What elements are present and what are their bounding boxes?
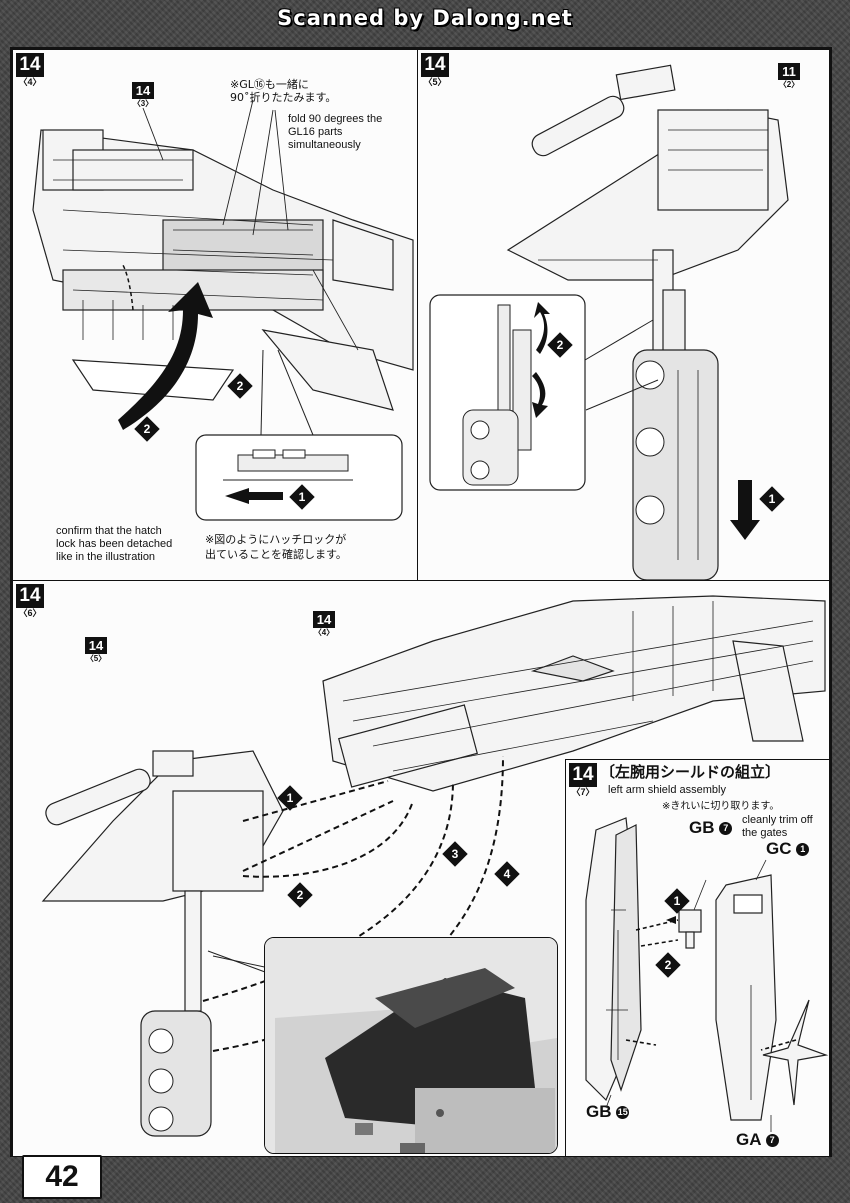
step-badge-2a: 2 xyxy=(227,373,253,399)
confirm-note-jp-line1: ※図のようにハッチロックが xyxy=(205,533,347,546)
confirm-note-en-line2: lock has been detached xyxy=(56,538,173,550)
step-label: 14 〈4〉 xyxy=(16,53,44,88)
reference-step-number: 11 xyxy=(778,63,800,80)
guide-line-3 xyxy=(202,780,454,1002)
part-code: GA xyxy=(736,1130,761,1149)
slide-arrow xyxy=(225,488,283,504)
confirm-note-en: confirm that the hatch lock has been det… xyxy=(56,525,172,564)
reference-step-sub: 〈2〉 xyxy=(778,80,800,89)
step-badge-2: 2 xyxy=(655,952,681,978)
fold-note-jp-line1: ※GL⑯も一緒に xyxy=(230,78,309,91)
fold-note-en-line3: simultaneously xyxy=(288,139,361,151)
step-label: 14 〈5〉 xyxy=(421,53,449,88)
step-label: 14 〈7〉 xyxy=(569,763,597,798)
shield-illustration xyxy=(585,817,829,1132)
instruction-page: 14 〈4〉 14 〈3〉 ※GL⑯も一緒に 90˚折りたたみます。 fold … xyxy=(10,47,832,1157)
step-badge-1: 1 xyxy=(277,785,303,811)
part-number: 7 xyxy=(719,822,733,836)
part-number: 15 xyxy=(616,1106,630,1120)
step-number: 14 xyxy=(569,763,597,787)
fold-note-jp-line2: 90˚折りたたみます。 xyxy=(230,91,337,104)
guide-line-2 xyxy=(242,800,414,878)
step-sub: 〈7〉 xyxy=(571,787,595,797)
part-code: GB xyxy=(586,1102,612,1121)
trim-note-en-line1: cleanly trim off xyxy=(742,814,813,826)
confirm-note-en-line1: confirm that the hatch xyxy=(56,525,162,537)
guide-line-2a xyxy=(242,800,394,872)
reference-step-sub: 〈4〉 xyxy=(313,628,335,637)
cannon-barrel xyxy=(45,768,151,826)
step-sub: 〈4〉 xyxy=(18,77,42,87)
reference-step-a: 14 〈5〉 xyxy=(85,637,107,663)
fold-arrow-large xyxy=(118,282,213,430)
part-label-gc1: GC 1 xyxy=(766,839,810,859)
step-number: 14 xyxy=(16,584,44,608)
section-title-jp: 〔左腕用シールドの組立〕 xyxy=(600,763,781,781)
cannon-barrel xyxy=(531,95,625,157)
assembly-illustration xyxy=(429,64,789,580)
reference-photo xyxy=(264,937,558,1154)
reference-step: 11 〈2〉 xyxy=(778,63,800,89)
confirm-note-jp: ※図のようにハッチロックが 出ていることを確認します。 xyxy=(205,532,347,562)
part-code: GB xyxy=(689,818,715,837)
step-badge-3: 3 xyxy=(442,841,468,867)
step-sub: 〈5〉 xyxy=(423,77,447,87)
step-badge-2: 2 xyxy=(547,332,573,358)
assembly-illustration xyxy=(32,99,414,521)
guide-line-1 xyxy=(242,780,389,822)
reference-step-number: 14 xyxy=(85,637,107,654)
step-badge-2b: 2 xyxy=(134,416,160,442)
reference-step-b: 14 〈4〉 xyxy=(313,611,335,637)
shield-front-gc1 xyxy=(715,874,777,1121)
part-number: 1 xyxy=(796,843,810,857)
section-title-en: left arm shield assembly xyxy=(608,784,726,796)
fold-note-en-line1: fold 90 degrees the xyxy=(288,113,383,125)
clip-part-gb7 xyxy=(678,909,702,933)
part-number: 7 xyxy=(765,1134,779,1148)
reference-step-sub: 〈3〉 xyxy=(132,99,154,108)
part-label-gb7: GB 7 xyxy=(689,818,733,838)
page-number: 42 xyxy=(22,1155,102,1199)
trim-note-jp: ※きれいに切り取ります。 xyxy=(662,801,780,812)
blade-part-ga7 xyxy=(762,999,829,1106)
down-arrow xyxy=(730,480,760,540)
panel-step-14-5: 14 〈5〉 11 〈2〉 xyxy=(417,49,830,581)
part-label-gb15: GB 15 xyxy=(586,1102,630,1122)
confirm-note-jp-line2: 出ていることを確認します。 xyxy=(205,548,347,561)
step-badge-1: 1 xyxy=(759,486,785,512)
panel-step-14-7: 14 〈7〉 〔左腕用シールドの組立〕 left arm shield asse… xyxy=(565,759,830,1157)
scan-credit: Scanned by Dalong.net xyxy=(277,6,573,30)
part-code: GC xyxy=(766,839,792,858)
part-label-ga7: GA 7 xyxy=(736,1130,779,1150)
reference-step-number: 14 xyxy=(132,82,154,99)
trim-note-en: cleanly trim off the gates xyxy=(742,814,813,840)
step-number: 14 xyxy=(421,53,449,77)
step-number: 14 xyxy=(16,53,44,77)
reference-step: 14 〈3〉 xyxy=(132,82,154,108)
step-badge-1: 1 xyxy=(664,888,690,914)
panel-step-14-4: 14 〈4〉 14 〈3〉 ※GL⑯も一緒に 90˚折りたたみます。 fold … xyxy=(12,49,418,581)
fold-note-en: fold 90 degrees the GL16 parts simultane… xyxy=(288,113,382,152)
step-badge-2: 2 xyxy=(287,882,313,908)
reference-step-sub: 〈5〉 xyxy=(85,654,107,663)
support-arm xyxy=(184,890,202,1012)
confirm-note-en-line3: like in the illustration xyxy=(56,551,156,563)
assembly-illustration xyxy=(41,595,826,1137)
step-sub: 〈6〉 xyxy=(18,608,42,618)
hatch-plate xyxy=(261,329,394,411)
fold-note-jp: ※GL⑯も一緒に 90˚折りたたみます。 xyxy=(230,78,336,104)
fold-note-en-line2: GL16 parts xyxy=(288,126,343,138)
trim-note-en-line2: the gates xyxy=(742,827,788,839)
step-badge-1: 1 xyxy=(289,484,315,510)
reference-step-number: 14 xyxy=(313,611,335,628)
step-label: 14 〈6〉 xyxy=(16,584,44,619)
step-badge-4: 4 xyxy=(494,861,520,887)
